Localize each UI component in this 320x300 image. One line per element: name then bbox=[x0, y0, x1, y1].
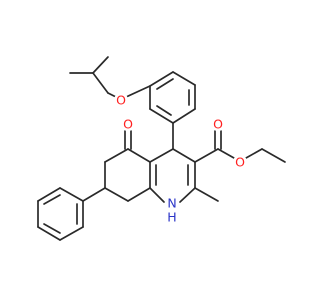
nitrogen-hydrogen-atom: H bbox=[166, 210, 178, 225]
svg-text:H: H bbox=[167, 210, 176, 225]
ketone-oxygen-atom: O bbox=[121, 117, 135, 132]
molecule-drawing: O O O O N H bbox=[37, 56, 286, 241]
svg-text:O: O bbox=[213, 117, 223, 132]
isopropyl-group bbox=[69, 56, 109, 94]
ester-oxygen-atom: O bbox=[233, 155, 247, 170]
ketone-group bbox=[124, 130, 132, 150]
structure-diagram: O O O O N H bbox=[37, 56, 286, 241]
ether-oxygen-atom: O bbox=[114, 93, 128, 108]
carbonyl-oxygen-atom: O bbox=[211, 117, 225, 132]
isopropoxyphenyl-ring bbox=[149, 71, 196, 124]
svg-text:N: N bbox=[167, 196, 176, 211]
ring-nitrogen-atom: N bbox=[165, 196, 179, 211]
methyl-bond bbox=[194, 187, 219, 202]
cyclohexanone-ring bbox=[104, 148, 151, 202]
svg-text:O: O bbox=[235, 155, 245, 170]
phenyl-ring bbox=[37, 187, 84, 241]
phenyl-attachment-bond bbox=[82, 187, 106, 202]
ether-linkage bbox=[107, 85, 151, 99]
svg-text:O: O bbox=[116, 93, 126, 108]
ester-group bbox=[194, 130, 286, 163]
svg-text:O: O bbox=[123, 117, 133, 132]
dihydropyridine-ring bbox=[149, 148, 196, 203]
